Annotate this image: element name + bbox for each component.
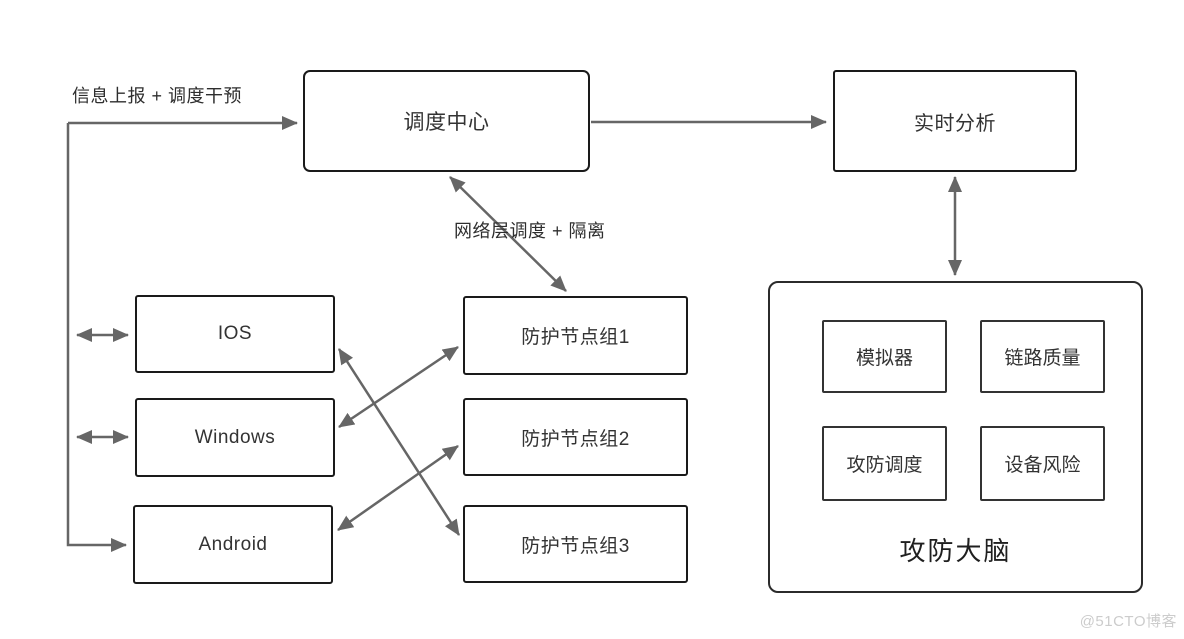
node-windows: Windows <box>135 398 335 477</box>
node-link-quality: 链路质量 <box>980 320 1105 393</box>
node-protect-group-1-label: 防护节点组1 <box>521 327 630 348</box>
node-ios-label: IOS <box>217 323 253 344</box>
node-link-quality-label: 链路质量 <box>1004 348 1081 369</box>
node-windows-label: Windows <box>194 426 276 448</box>
node-attack-defense-dispatch: 攻防调度 <box>822 426 947 501</box>
node-dispatch-center-label: 调度中心 <box>403 111 490 134</box>
node-realtime-analysis-label: 实时分析 <box>914 112 996 135</box>
edge-label-report-intervene: 信息上报 + 调度干预 <box>72 86 243 106</box>
edge-windows-to-protect-group-1 <box>338 345 459 429</box>
node-simulator: 模拟器 <box>822 320 947 393</box>
node-attack-defense-dispatch-label: 攻防调度 <box>846 455 923 476</box>
node-simulator-label: 模拟器 <box>855 348 913 369</box>
node-ios: IOS <box>135 295 335 373</box>
node-device-risk-label: 设备风险 <box>1004 455 1081 476</box>
node-brain-container: 模拟器 链路质量 攻防调度 设备风险 攻防大脑 <box>768 281 1143 593</box>
edge-ios-to-protect-group-3 <box>337 348 461 536</box>
node-realtime-analysis: 实时分析 <box>833 70 1077 172</box>
edge-left-bus-to-android <box>66 123 127 552</box>
node-android-label: Android <box>198 533 268 555</box>
brain-title: 攻防大脑 <box>899 536 1012 566</box>
node-protect-group-3-label: 防护节点组3 <box>521 535 630 557</box>
watermark: @51CTO博客 <box>1079 613 1177 630</box>
node-dispatch-center: 调度中心 <box>303 70 590 172</box>
edge-android-to-protect-group-2 <box>337 444 459 532</box>
node-protect-group-2-label: 防护节点组2 <box>521 428 630 450</box>
node-android: Android <box>133 505 333 584</box>
node-protect-group-2: 防护节点组2 <box>463 398 688 476</box>
node-device-risk: 设备风险 <box>980 426 1105 501</box>
node-protect-group-3: 防护节点组3 <box>463 505 688 583</box>
edge-dispatch-center-to-protect-group-1 <box>449 176 567 292</box>
node-protect-group-1: 防护节点组1 <box>463 296 688 375</box>
edge-label-network-dispatch-isolation: 网络层调度 + 隔离 <box>454 221 606 241</box>
